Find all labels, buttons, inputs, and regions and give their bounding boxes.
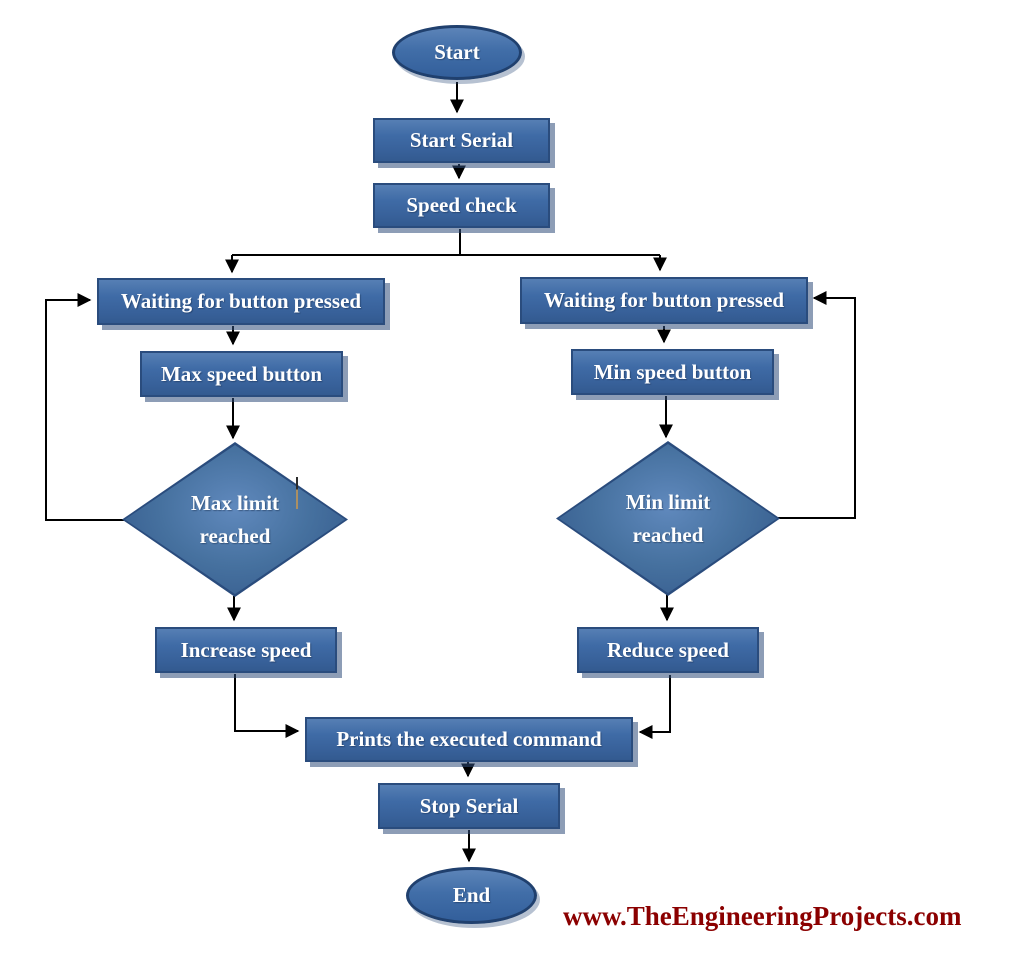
node-waiting-left: Waiting for button pressed [97,278,385,325]
max-limit-line1: Max limit [190,490,280,515]
node-waiting-right: Waiting for button pressed [520,277,808,324]
node-max-limit-decision: Max limit reached [122,442,348,597]
node-speed-check-label: Speed check [406,193,517,217]
connector-speed-check-split [232,229,660,256]
node-waiting-right-label: Waiting for button pressed [543,288,785,312]
node-increase-speed: Increase speed [155,627,337,673]
text-cursor-artifact [296,477,298,509]
node-min-speed-button: Min speed button [571,349,774,395]
node-max-limit-label: Max limit reached [122,442,348,597]
node-min-limit-label: Min limit reached [556,441,780,596]
node-increase-speed-label: Increase speed [180,637,312,662]
node-end: End [406,867,537,924]
node-min-speed-button-label: Min speed button [593,359,752,384]
connector-min-limit-loopback [778,291,856,519]
node-max-speed-button-label: Max speed button [160,361,323,386]
connector-increase-speed-to-prints [234,674,300,738]
node-min-limit-decision: Min limit reached [556,441,780,596]
node-speed-check: Speed check [373,183,550,228]
watermark-url: www.TheEngineeringProjects.com [563,901,962,931]
min-limit-line2: reached [632,522,704,547]
node-reduce-speed-label: Reduce speed [607,637,729,662]
node-start: Start [392,25,522,80]
node-waiting-left-label: Waiting for button pressed [120,289,362,313]
node-end-label: End [452,883,491,907]
node-start-serial: Start Serial [373,118,550,163]
node-start-serial-label: Start Serial [409,128,514,152]
node-max-speed-button: Max speed button [140,351,343,397]
node-stop-serial-label: Stop Serial [419,793,519,818]
node-prints-command: Prints the executed command [305,717,633,762]
min-limit-line1: Min limit [625,489,711,514]
node-stop-serial: Stop Serial [378,783,560,829]
node-prints-command-label: Prints the executed command [336,727,602,751]
node-start-label: Start [434,40,480,64]
connector-max-limit-loopback [45,293,124,521]
max-limit-line2: reached [199,523,271,548]
connector-reduce-speed-to-prints [638,675,671,739]
node-reduce-speed: Reduce speed [577,627,759,673]
